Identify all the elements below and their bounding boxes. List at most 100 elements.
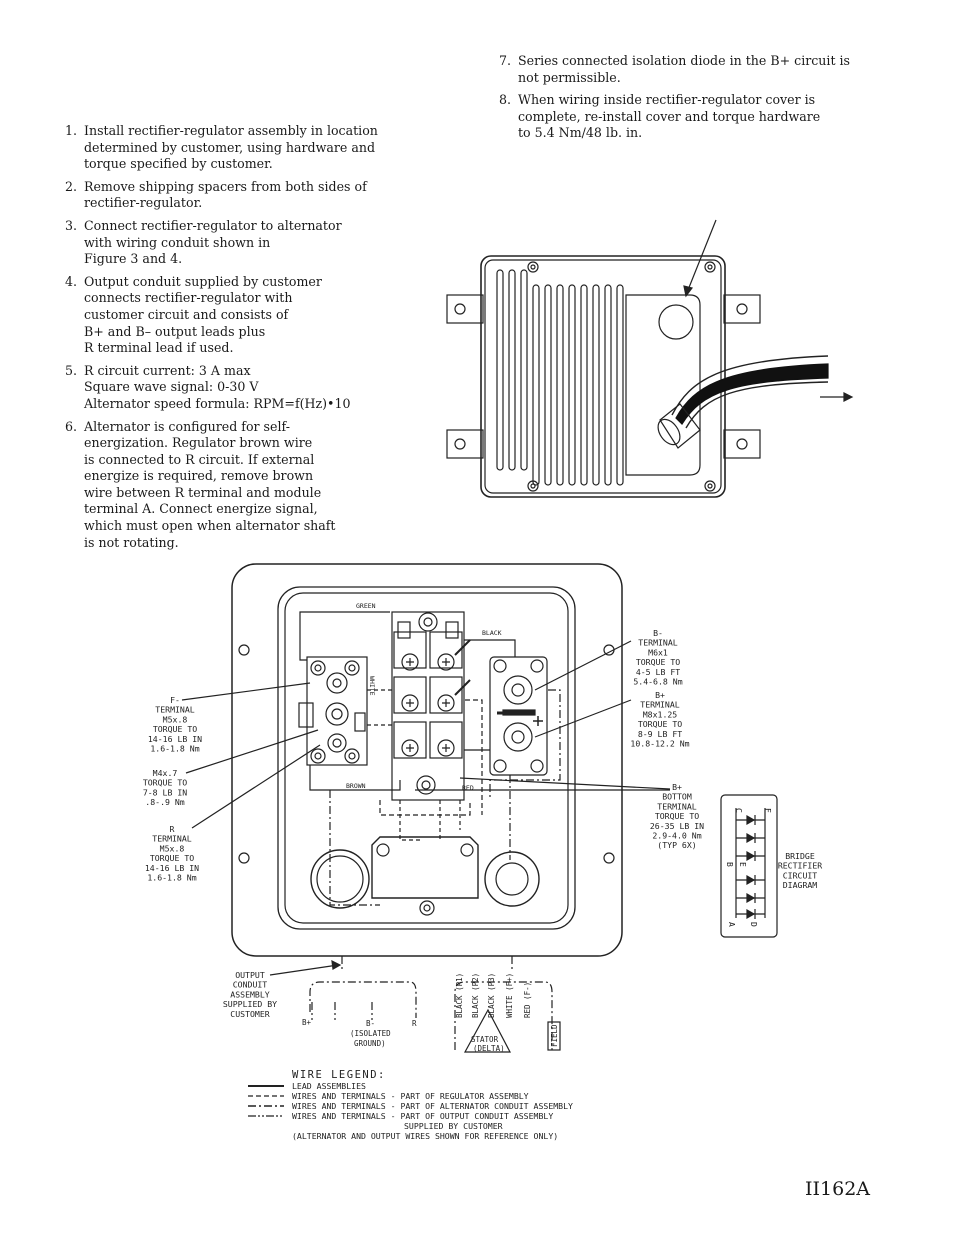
diode-icon	[746, 850, 756, 862]
diode-icon	[746, 814, 756, 826]
label-b-plus: B+	[302, 1018, 312, 1027]
callout-b-plus-bottom-line: TERMINAL	[657, 801, 697, 811]
callout-r-term-line: TERMINAL	[152, 834, 192, 844]
alternator-conduit-sketch	[454, 956, 561, 1053]
screw-slot	[406, 658, 414, 666]
callout-output-conduit-line: OUTPUT	[235, 970, 265, 980]
terminal-screw	[437, 694, 455, 712]
wire-green: GREEN	[356, 602, 376, 610]
callout-r-term-line: 1.6-1.8 Nm	[147, 873, 196, 883]
instructions-left: 1.Install rectifier-regulator assembly i…	[57, 123, 402, 557]
label-ground: GROUND)	[354, 1039, 386, 1048]
callout-b-plus-line: TORQUE TO	[638, 719, 682, 729]
terminal-cell	[393, 721, 427, 759]
label-isolated: (ISOLATED	[350, 1029, 391, 1038]
callout-b-plus-line: M8x1.25	[643, 709, 678, 719]
callout-b-minus-line: 5.4-6.8 Nm	[633, 677, 682, 687]
left-step: 5.R circuit current: 3 A max Square wave…	[57, 363, 402, 413]
callout-b-plus-bottom-line: (TYP 6X)	[657, 840, 696, 850]
terminal-screw	[437, 653, 455, 671]
heat-fin	[508, 269, 516, 471]
terminal-cell	[429, 721, 463, 759]
legend-row4-cont: SUPPLIED BY CUSTOMER	[404, 1121, 503, 1131]
callout-bridge-line: BRIDGE	[785, 851, 815, 861]
label-alternator-wire: WHITE (F+)	[505, 973, 514, 1018]
label-alternator-wire: BLACK (P2)	[471, 973, 480, 1018]
callout-m4-line: M4x.7	[153, 768, 178, 778]
callout-b-plus-bottom-line: TORQUE TO	[655, 811, 699, 821]
terminal-screw	[401, 653, 419, 671]
callout-b-plus-bottom-line: BOTTOM	[662, 792, 692, 802]
legend-row: WIRES AND TERMINALS - PART OF ALTERNATOR…	[292, 1101, 573, 1111]
terminal-screw	[401, 694, 419, 712]
terminal-cell	[429, 676, 463, 714]
step-number: 1.	[64, 123, 77, 138]
wire-white: WHITE	[368, 676, 376, 696]
label-field: FIELD	[550, 1024, 559, 1047]
screw-slot	[442, 699, 450, 707]
callout-f-minus-line: TERMINAL	[155, 705, 195, 715]
bridge-letter-c: C	[734, 808, 743, 813]
callout-f-minus-line: M5x.8	[163, 714, 188, 724]
instructions-right: 7.Series connected isolation diode in th…	[491, 53, 881, 148]
step-number: 4.	[64, 273, 77, 289]
callout-b-plus-bottom-line: B+	[672, 782, 682, 792]
regulator-housing-view	[446, 219, 854, 498]
heat-fin	[568, 284, 576, 486]
screw-slot	[442, 658, 450, 666]
callout-b-plus-bottom-line: 2.9-4.0 Nm	[652, 831, 701, 841]
step-number: 3.	[64, 217, 77, 233]
step-text: R circuit current: 3 A max Square wave s…	[84, 362, 351, 411]
callout-f-minus-line: 14-16 LB IN	[148, 734, 202, 744]
legend-row: WIRES AND TERMINALS - PART OF REGULATOR …	[292, 1091, 529, 1101]
heat-fin	[520, 269, 528, 471]
bottom-screw	[416, 775, 436, 795]
bridge-letter-e: E	[738, 862, 747, 867]
callout-r-term-line: M5x.8	[160, 843, 185, 853]
wire-red: RED	[462, 784, 474, 792]
heat-fin	[592, 284, 600, 486]
wire-black: BLACK	[482, 629, 502, 637]
step-number: 8.	[498, 92, 511, 108]
callout-f-minus-line: F-	[170, 695, 180, 705]
heat-fin	[604, 284, 612, 486]
callout-b-minus-line: M6x1	[648, 647, 668, 657]
diode-icon	[746, 908, 756, 920]
regulator-box	[181, 563, 671, 957]
output-conduit-sketch	[269, 956, 417, 1020]
callout-m4-line: TORQUE TO	[143, 778, 187, 788]
left-step: 3. Connect rectifier-regulator to alterna…	[57, 218, 402, 268]
step-text: Connect rectifier-regulator to alternato…	[84, 217, 342, 267]
diode-icon	[746, 892, 756, 904]
callout-f-minus-line: TORQUE TO	[153, 724, 197, 734]
legend-row: WIRES AND TERMINALS - PART OF OUTPUT CON…	[292, 1111, 553, 1121]
callout-output-conduit-line: ASSEMBLY	[230, 989, 270, 999]
heat-fin	[544, 284, 552, 486]
callout-b-plus-line: TERMINAL	[640, 700, 680, 710]
callout-b-minus-line: TORQUE TO	[636, 657, 680, 667]
heat-fin	[532, 284, 540, 486]
callout-bridge-line: RECTIFIER	[778, 861, 822, 871]
terminal-tab	[445, 621, 459, 639]
diode-icon	[746, 874, 756, 886]
callout-r-term-line: R	[170, 824, 175, 834]
legend-row: LEAD ASSEMBLIES	[292, 1081, 366, 1091]
step-text: Alternator is configured for self- energ…	[84, 418, 336, 550]
step-number: 2.	[64, 178, 77, 194]
bottom-screw-center	[421, 780, 431, 790]
callout-output-conduit-line: SUPPLIED BY	[223, 999, 277, 1009]
label-stator: STATOR	[471, 1035, 499, 1044]
legend-title: WIRE LEGEND:	[292, 1069, 386, 1081]
callout-m4-line: .8-.9 Nm	[145, 797, 185, 807]
terminal-cell	[393, 676, 427, 714]
bridge-letter-b: B	[725, 862, 734, 867]
step-number: 7.	[498, 53, 511, 68]
callout-m4-line: 7-8 LB IN	[143, 787, 187, 797]
screw-slot	[406, 744, 414, 752]
figure-id: II162A	[805, 1178, 870, 1200]
label-b-minus: B-	[366, 1019, 375, 1028]
callout-output-conduit-line: CONDUIT	[233, 980, 268, 990]
label-alternator-wire: RED (F-)	[523, 982, 532, 1018]
callout-f-minus-line: 1.6-1.8 Nm	[150, 744, 199, 754]
